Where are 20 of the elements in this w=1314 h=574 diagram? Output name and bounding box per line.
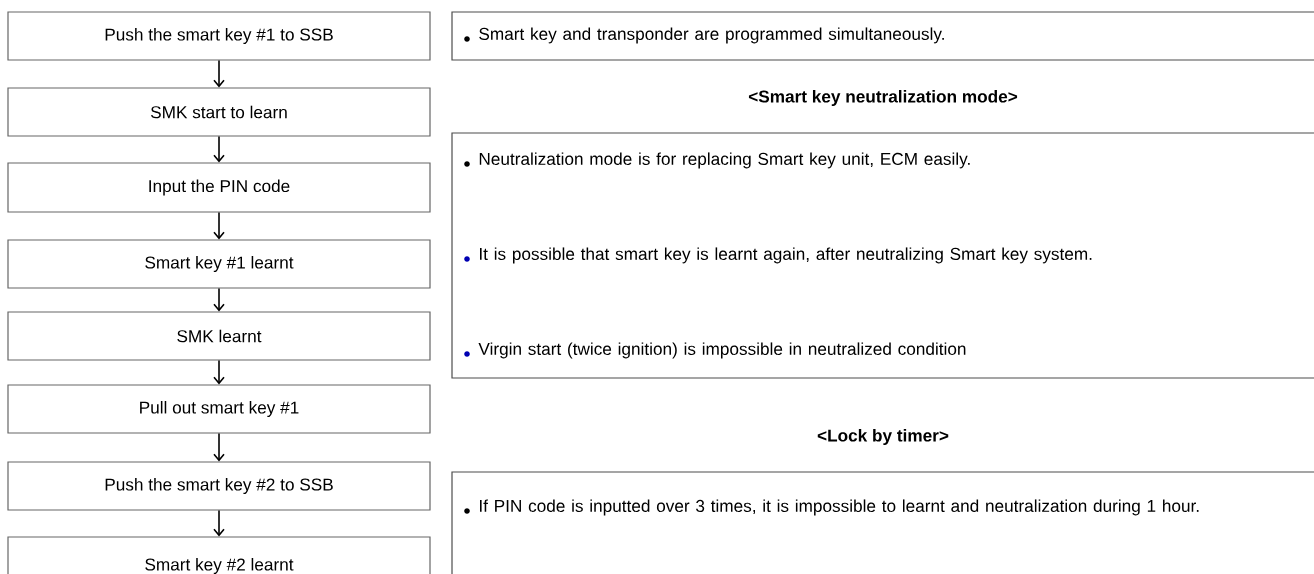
arrow	[213, 432, 225, 462]
step-box: Push the smart key #1 to SSB	[7, 11, 431, 61]
step-box: Push the smart key #2 to SSB	[7, 461, 431, 511]
step-box: SMK start to learn	[7, 87, 431, 137]
arrow	[213, 509, 225, 537]
step-box: Input the PIN code	[7, 162, 431, 213]
step-box: Pull out smart key #1	[7, 384, 431, 434]
arrow	[213, 359, 225, 385]
note-box: Smart key and transponder are programmed simultaneously.	[451, 11, 1314, 61]
section-heading: <Smart key neutralization mode>	[748, 90, 1018, 107]
step-box: SMK learnt	[7, 311, 431, 361]
arrow	[213, 287, 225, 312]
note-box: Neutralization mode is for replacing Smart key unit, ECM easily. It is possible that smart key is learnt again, after neutralizing Smart key system. Virgin start (twice ignition) is impossible in neutralized condition	[451, 132, 1314, 379]
step-box: Smart key #2 learnt	[7, 536, 431, 574]
note-box: If PIN code is inputted over 3 times, it is impossible to learnt and neutralization during 1 hour.	[451, 471, 1314, 574]
step-box: Smart key #1 learnt	[7, 239, 431, 289]
section-heading: <Lock by timer>	[817, 429, 949, 446]
arrow	[213, 59, 225, 88]
arrow	[213, 211, 225, 240]
arrow	[213, 135, 225, 163]
